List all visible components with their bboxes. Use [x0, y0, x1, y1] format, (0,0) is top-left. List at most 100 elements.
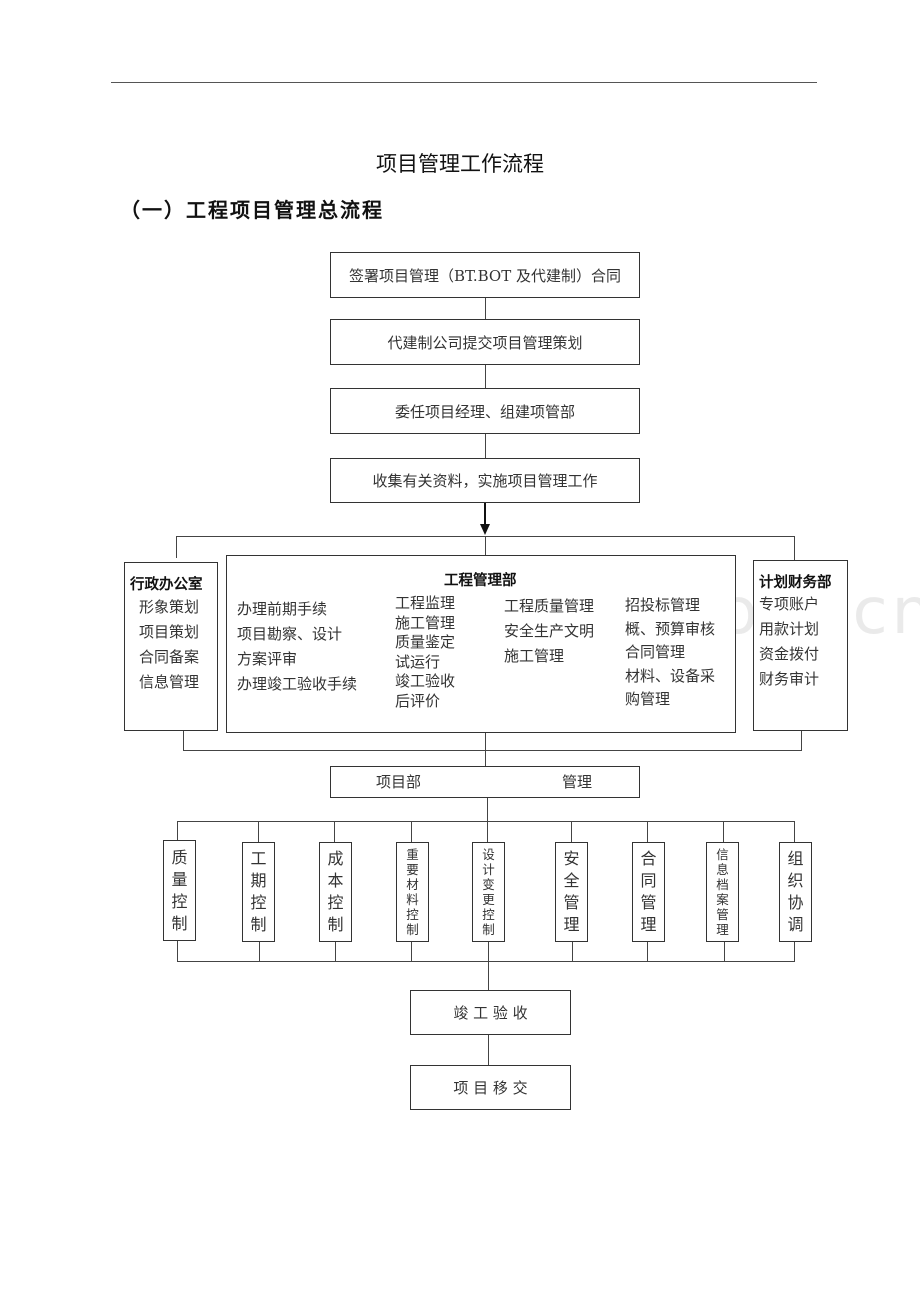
control-box-char: 管: [563, 893, 580, 912]
flow-box-collect-materials: 收集有关资料，实施项目管理工作: [330, 458, 640, 503]
connector: [485, 298, 487, 319]
control-box-char: 信: [716, 847, 729, 862]
control-box: 重要材料控制: [396, 842, 429, 942]
control-box-char: 更: [482, 892, 495, 907]
control-box-char: 制: [250, 915, 267, 934]
connector: [571, 821, 573, 842]
flow-box-label: 收集有关资料，实施项目管理工作: [372, 472, 598, 490]
engineering-item: 材料、设备采: [625, 666, 716, 685]
connector: [485, 733, 487, 766]
connector: [484, 503, 486, 525]
flow-box-label: 竣 工 验 收: [453, 1004, 528, 1022]
connector: [335, 942, 337, 961]
control-box: 安全管理: [555, 842, 588, 942]
connector: [485, 434, 487, 458]
control-box-char: 制: [327, 915, 344, 934]
connector: [488, 961, 490, 991]
connector: [485, 536, 487, 555]
admin-office-title: 行政办公室: [130, 577, 203, 593]
finance-item: 用款计划: [759, 620, 820, 638]
control-box-char: 工: [250, 849, 267, 868]
connector: [177, 821, 795, 823]
connector: [572, 942, 574, 961]
engineering-item: 施工管理: [504, 647, 565, 665]
control-box-char: 要: [406, 862, 419, 877]
connector: [801, 731, 803, 751]
connector: [411, 821, 413, 842]
connector: [794, 536, 796, 560]
control-box: 组织协调: [779, 842, 812, 942]
header-rule: [111, 82, 817, 83]
project-dept-box: 项目部 管理: [330, 766, 640, 798]
control-box-char: 控: [250, 893, 267, 912]
connector: [487, 821, 489, 842]
control-box: 合同管理: [632, 842, 665, 942]
connector: [177, 821, 179, 840]
control-box-char: 控: [482, 907, 495, 922]
admin-office-item: 合同备案: [139, 648, 200, 666]
project-dept-label-right: 管理: [562, 773, 593, 791]
control-box-char: 控: [327, 893, 344, 912]
engineering-item: 购管理: [625, 690, 671, 708]
flow-box-appoint-manager: 委任项目经理、组建项管部: [330, 388, 640, 434]
flow-box-label: 代建制公司提交项目管理策划: [387, 333, 583, 352]
engineering-item: 试运行: [395, 652, 441, 671]
connector: [487, 798, 489, 822]
control-box-char: 质: [171, 847, 188, 867]
engineering-dept-box: 工程管理部 办理前期手续 项目勘察、设计 方案评审 办理竣工验收手续 工程监理 …: [226, 555, 736, 733]
control-box-char: 控: [406, 907, 419, 922]
control-box: 工期控制: [242, 842, 275, 942]
finance-item: 资金拨付: [759, 645, 820, 663]
engineering-item: 施工管理: [395, 613, 456, 632]
control-box-char: 理: [716, 922, 729, 937]
connector: [183, 750, 802, 752]
control-box: 成本控制: [319, 842, 352, 942]
connector: [334, 821, 336, 842]
control-box-char: 合: [640, 849, 657, 868]
engineering-item: 合同管理: [625, 643, 686, 661]
connector: [177, 961, 795, 963]
connector: [647, 821, 649, 842]
section-subtitle: （一）工程项目管理总流程: [120, 198, 384, 222]
engineering-item: 工程监理: [395, 594, 456, 612]
admin-office-box: 行政办公室 形象策划 项目策划 合同备案 信息管理: [124, 562, 218, 731]
control-box-char: 理: [640, 915, 657, 934]
flow-box-label: 项 目 移 交: [453, 1079, 528, 1097]
engineering-item: 招投标管理: [625, 596, 701, 614]
connector: [183, 731, 185, 751]
flow-box-sign-contract: 签署项目管理（BT.BOT 及代建制）合同: [330, 252, 640, 298]
engineering-item: 后评价: [395, 691, 441, 710]
connector: [259, 942, 261, 961]
control-box-char: 材: [406, 877, 419, 892]
control-box-char: 档: [716, 877, 729, 892]
connector: [488, 1035, 490, 1065]
flow-box-project-handover: 项 目 移 交: [410, 1065, 571, 1110]
control-box-char: 协: [787, 893, 804, 912]
engineering-item: 质量鉴定: [395, 633, 456, 651]
engineering-item: 办理竣工验收手续: [237, 675, 358, 693]
control-box-char: 管: [716, 907, 729, 922]
control-box-char: 本: [327, 871, 344, 890]
connector: [488, 942, 490, 961]
connector: [794, 942, 796, 961]
connector: [724, 942, 726, 961]
control-box-char: 重: [406, 847, 419, 862]
control-box-char: 变: [482, 877, 495, 892]
control-box-char: 安: [563, 849, 580, 868]
control-box-char: 量: [171, 869, 188, 889]
flow-box-label: 委任项目经理、组建项管部: [394, 402, 575, 421]
engineering-dept-title: 工程管理部: [444, 573, 517, 589]
control-box-char: 案: [716, 892, 729, 907]
control-box-char: 息: [716, 862, 729, 877]
connector: [411, 942, 413, 961]
engineering-item: 项目勘察、设计: [237, 625, 343, 643]
engineering-item: 概、预算审核: [625, 619, 716, 638]
control-box: 质量控制: [163, 840, 196, 941]
admin-office-item: 形象策划: [139, 598, 200, 616]
control-box-char: 期: [250, 871, 267, 890]
control-box-char: 理: [563, 915, 580, 934]
engineering-item: 方案评审: [237, 650, 298, 668]
control-box-char: 制: [482, 922, 495, 937]
control-box-char: 织: [787, 871, 804, 890]
control-box-char: 控: [171, 891, 188, 911]
